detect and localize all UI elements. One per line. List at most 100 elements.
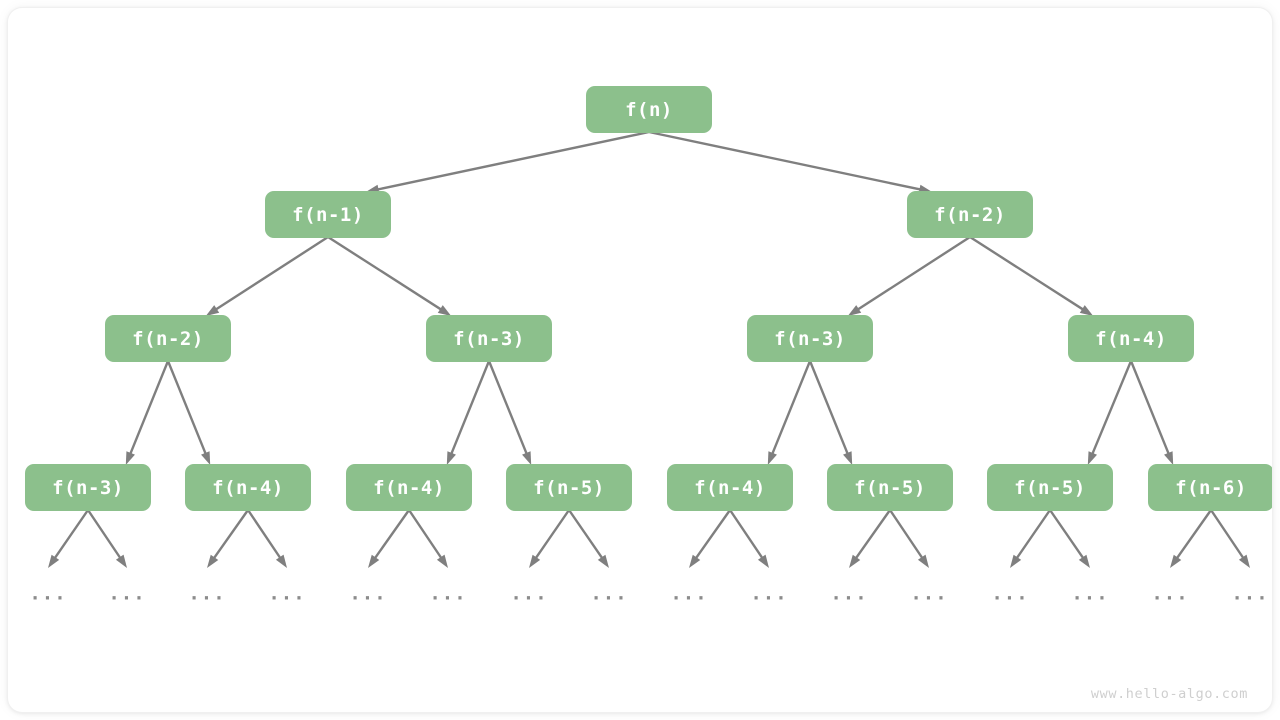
tree-edge (365, 130, 650, 194)
node-box (426, 315, 552, 362)
arrowhead (597, 554, 609, 568)
node-box (987, 464, 1113, 511)
leaf-edge (368, 509, 410, 568)
leaf-edge (1010, 509, 1051, 568)
tree-edge (648, 130, 933, 194)
leaf-edge (1210, 509, 1250, 568)
leaf-edge (1049, 509, 1090, 568)
arrowhead (446, 451, 456, 465)
tree-node[interactable]: f(n) (586, 86, 712, 133)
arrowhead (115, 554, 127, 568)
tree-node[interactable]: f(n-3) (25, 464, 151, 511)
tree-node[interactable]: f(n-3) (747, 315, 873, 362)
arrowhead (1170, 554, 1182, 568)
node-label: f(n-1) (292, 204, 364, 226)
ellipsis-marker: ... (108, 583, 145, 605)
node-box (506, 464, 632, 511)
tree-edge (1087, 360, 1133, 465)
arrowhead (368, 554, 380, 568)
tree-node[interactable]: f(n-3) (426, 315, 552, 362)
tree-node[interactable]: f(n-2) (907, 191, 1033, 238)
ellipsis-marker: ... (1151, 583, 1188, 605)
leaf-edge (729, 509, 769, 568)
tree-node[interactable]: f(n-1) (265, 191, 391, 238)
node-label: f(n) (625, 99, 673, 121)
arrowhead (436, 554, 448, 568)
leaf-edge (247, 509, 287, 568)
tree-edge (969, 235, 1094, 316)
ellipsis-marker: ... (268, 583, 305, 605)
arrowhead (847, 305, 862, 316)
tree-node[interactable]: f(n-5) (827, 464, 953, 511)
tree-edge (487, 360, 532, 465)
node-label: f(n-6) (1175, 477, 1247, 499)
node-box (827, 464, 953, 511)
watermark: www.hello-algo.com (1091, 686, 1248, 702)
leaf-edge (87, 509, 127, 568)
arrowhead (689, 554, 701, 568)
node-box (586, 86, 712, 133)
tree-edge (166, 360, 211, 465)
tree-edge (1129, 360, 1174, 465)
leaf-edge (48, 509, 89, 568)
tree-node[interactable]: f(n-4) (1068, 315, 1194, 362)
leaf-edge (408, 509, 448, 568)
ellipsis-row: ........................................… (29, 583, 1268, 605)
arrowhead (201, 451, 211, 465)
ellipsis-marker: ... (1071, 583, 1108, 605)
arrowhead (48, 554, 60, 568)
tree-node[interactable]: f(n-4) (346, 464, 472, 511)
node-box (1068, 315, 1194, 362)
node-label: f(n-3) (774, 328, 846, 350)
tree-node[interactable]: f(n-4) (667, 464, 793, 511)
node-label: f(n-3) (453, 328, 525, 350)
leaf-edge (568, 509, 609, 568)
recursion-tree-figure: f(n) f(n-1) f(n-2) f(n-2) f(n-3) f(n-3) f(n-4)… (25, 86, 1272, 702)
arrowhead (207, 554, 219, 568)
node-label: f(n-4) (1095, 328, 1167, 350)
node-label: f(n-4) (212, 477, 284, 499)
arrowhead (767, 451, 777, 465)
ellipsis-marker: ... (991, 583, 1028, 605)
arrowhead (843, 451, 853, 465)
tree-node[interactable]: f(n-2) (105, 315, 231, 362)
leaf-edge (207, 509, 249, 568)
tree-edge (327, 235, 452, 316)
tree-node[interactable]: f(n-6) (1148, 464, 1272, 511)
node-box (185, 464, 311, 511)
ellipsis-marker: ... (590, 583, 627, 605)
node-box (105, 315, 231, 362)
ellipsis-marker: ... (188, 583, 225, 605)
arrowhead (849, 554, 861, 568)
leaf-edge (889, 509, 929, 568)
arrowhead (275, 554, 287, 568)
leaf-edge (689, 509, 731, 568)
node-label: f(n-3) (52, 477, 124, 499)
tree-edge (125, 360, 170, 465)
ellipsis-marker: ... (349, 583, 386, 605)
node-label: f(n-2) (132, 328, 204, 350)
node-label: f(n-5) (533, 477, 605, 499)
arrowhead (125, 451, 135, 465)
tree-edge (808, 360, 853, 465)
node-box (265, 191, 391, 238)
arrowhead (1079, 305, 1094, 316)
arrowhead (917, 554, 929, 568)
node-label: f(n-5) (1014, 477, 1086, 499)
node-label: f(n-5) (854, 477, 926, 499)
tree-node[interactable]: f(n-4) (185, 464, 311, 511)
ellipsis-marker: ... (1231, 583, 1268, 605)
ellipsis-marker: ... (910, 583, 947, 605)
ellipsis-marker: ... (510, 583, 547, 605)
leaf-edge (529, 509, 570, 568)
arrowhead (522, 451, 532, 465)
arrowhead (529, 554, 541, 568)
leaf-edges-layer (48, 509, 1250, 568)
tree-node[interactable]: f(n-5) (506, 464, 632, 511)
edges-layer (125, 130, 1174, 465)
ellipsis-marker: ... (29, 583, 66, 605)
tree-node[interactable]: f(n-5) (987, 464, 1113, 511)
nodes-layer: f(n) f(n-1) f(n-2) f(n-2) f(n-3) f(n-3) f(n-4)… (25, 86, 1272, 511)
arrowhead (1078, 554, 1090, 568)
node-label: f(n-4) (694, 477, 766, 499)
